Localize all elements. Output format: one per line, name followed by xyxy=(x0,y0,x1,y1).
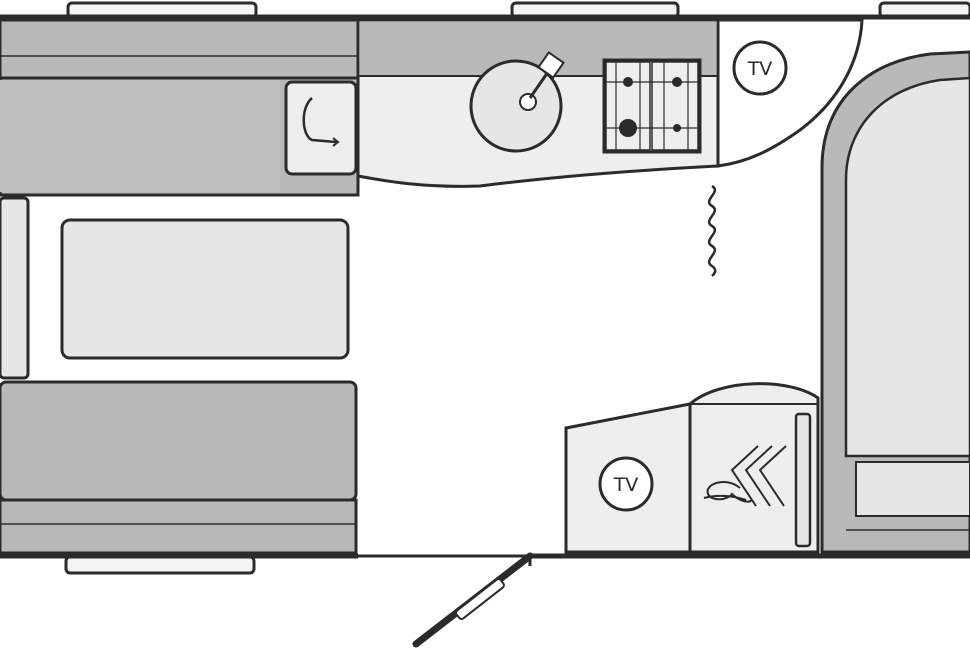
sink-icon xyxy=(469,51,565,153)
wardrobe xyxy=(688,382,820,554)
rear-bed xyxy=(820,50,970,554)
dining-table xyxy=(60,218,350,360)
window-icon xyxy=(64,555,256,575)
wardrobe-mirror xyxy=(794,412,812,548)
top-windows xyxy=(66,1,970,19)
front-seat-back xyxy=(0,196,30,380)
kitchen-counter xyxy=(356,18,720,188)
heater-cabinet xyxy=(284,80,358,176)
tv-icon xyxy=(598,456,654,512)
sofa-bottom xyxy=(0,380,358,555)
door-icon xyxy=(358,552,534,648)
wardrobe-hanger-icon xyxy=(703,445,787,507)
wardrobe-tv-label: TV xyxy=(613,474,639,496)
tv-icon xyxy=(732,40,788,96)
kitchen-tv-label: TV xyxy=(747,58,773,80)
kitchen-tv-unit: TV xyxy=(716,18,864,168)
partition-curtain xyxy=(707,184,717,277)
heater-icon xyxy=(302,97,337,144)
wardrobe-tv-unit: TV xyxy=(564,402,692,554)
hob-icon xyxy=(602,58,702,154)
